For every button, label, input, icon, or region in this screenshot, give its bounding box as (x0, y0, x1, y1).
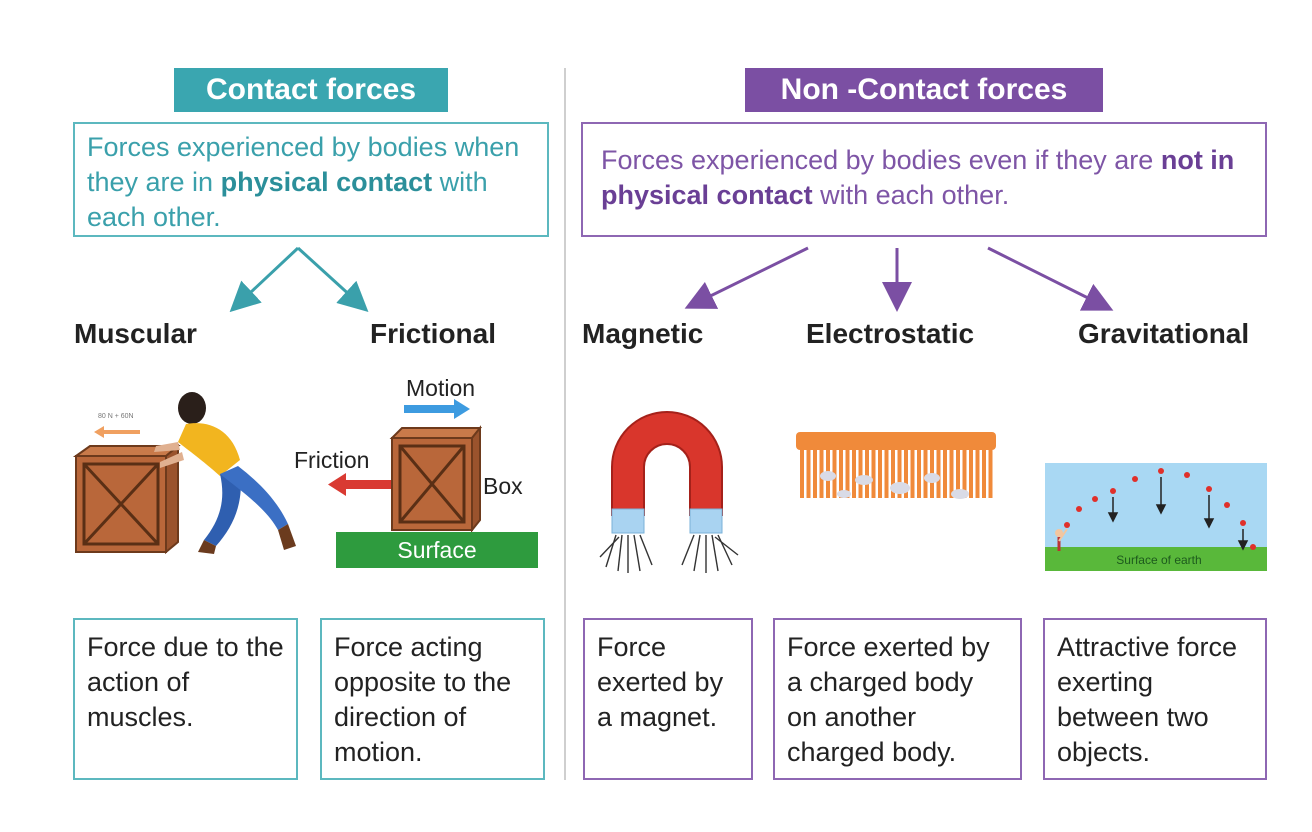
comb-tooth (884, 448, 889, 498)
comb-tooth (800, 448, 804, 498)
muscular-description: Force due to the action of muscles. (73, 618, 298, 780)
muscular-illustration: 80 N + 60N (72, 392, 296, 555)
contact-definition-box: Forces experienced by bodies when they a… (73, 122, 549, 237)
comb-tooth (943, 448, 947, 498)
iron-filings (599, 534, 739, 573)
motion-arrow (404, 399, 470, 419)
contact-definition-text-end: with each other. (87, 167, 488, 232)
comb-tooth (897, 448, 902, 498)
comb-tooth (839, 448, 843, 498)
non-contact-branch-arrows (684, 246, 1114, 312)
comb-tooth (865, 448, 869, 498)
contact-forces-header: Contact forces (174, 68, 448, 112)
comb-tooth (923, 448, 928, 498)
comb-teeth (800, 448, 993, 498)
comb-tooth (845, 448, 850, 498)
contact-branch-arrows (229, 246, 369, 313)
comb-tooth (806, 448, 811, 498)
electrostatic-description: Force exerted by a charged body on anoth… (773, 618, 1022, 780)
person-pushing (154, 392, 296, 554)
push-arrow (94, 426, 140, 438)
friction-label: Friction (294, 447, 369, 473)
sky (1045, 463, 1267, 547)
contact-definition-emphasis: physical contact (220, 167, 433, 197)
non-contact-forces-header: Non -Contact forces (745, 68, 1103, 112)
comb-tooth (969, 448, 973, 498)
column-divider (564, 68, 566, 780)
gravity-illustration: Surface of earth (1045, 463, 1267, 571)
comb-tooth (949, 448, 954, 498)
projectile-path (1064, 468, 1256, 550)
comb-tooth (891, 448, 895, 498)
non-contact-definition-text-end: with each other. (812, 180, 1010, 210)
comb-tooth (936, 448, 941, 498)
electrostatic-label: Electrostatic (806, 318, 975, 349)
comb-tooth (910, 448, 915, 498)
comb-tooth (917, 448, 921, 498)
comb-tooth (962, 448, 967, 498)
frictional-description: Force acting opposite to the direction o… (320, 618, 545, 780)
surface-label: Surface (397, 537, 476, 563)
comb-tooth (858, 448, 863, 498)
gravity-force-arrows (1107, 477, 1249, 551)
comb-illustration (796, 432, 996, 499)
magnet-pole-left (611, 508, 645, 534)
paper-bits (820, 471, 969, 499)
comb-tooth (988, 448, 993, 498)
non-contact-definition-emphasis: not in physical contact (601, 145, 1235, 210)
thrower-figure (1055, 528, 1068, 551)
comb-tooth (819, 448, 824, 498)
comb-tooth (975, 448, 980, 498)
gravitational-description: Attractive force exerting between two ob… (1043, 618, 1267, 780)
muscular-label: Muscular (74, 318, 197, 349)
surface-of-earth-label: Surface of earth (1116, 553, 1201, 567)
magnet-pole-right (689, 508, 723, 534)
muscular-force-label: 80 N + 60N (98, 413, 134, 420)
friction-arrow (328, 473, 396, 496)
frictional-label: Frictional (370, 318, 497, 349)
comb-tooth (904, 448, 908, 498)
comb-tooth (852, 448, 856, 498)
comb-tooth (982, 448, 986, 498)
comb-tooth (813, 448, 817, 498)
magnetic-description: Force exerted by a magnet. (583, 618, 753, 780)
magnet-body (611, 411, 723, 516)
gravitational-label: Gravitational (1078, 318, 1250, 349)
non-contact-definition-text: Forces experienced by bodies even if the… (601, 145, 1161, 175)
pushed-box (72, 443, 181, 555)
friction-box (389, 425, 483, 533)
magnet-illustration (599, 411, 739, 573)
comb-tooth (871, 448, 876, 498)
comb-spine (796, 432, 996, 450)
frictional-illustration: Motion Friction Box Surface (294, 375, 538, 568)
magnetic-label: Magnetic (582, 318, 704, 349)
surface-strip (336, 532, 538, 568)
contact-definition-text: Forces experienced by bodies when they a… (87, 132, 520, 197)
comb-tooth (956, 448, 960, 498)
non-contact-definition-box: Forces experienced by bodies even if the… (581, 122, 1267, 237)
box-label: Box (483, 473, 523, 499)
comb-tooth (878, 448, 882, 498)
comb-tooth (832, 448, 837, 498)
motion-label: Motion (406, 375, 475, 401)
ground (1045, 547, 1267, 571)
